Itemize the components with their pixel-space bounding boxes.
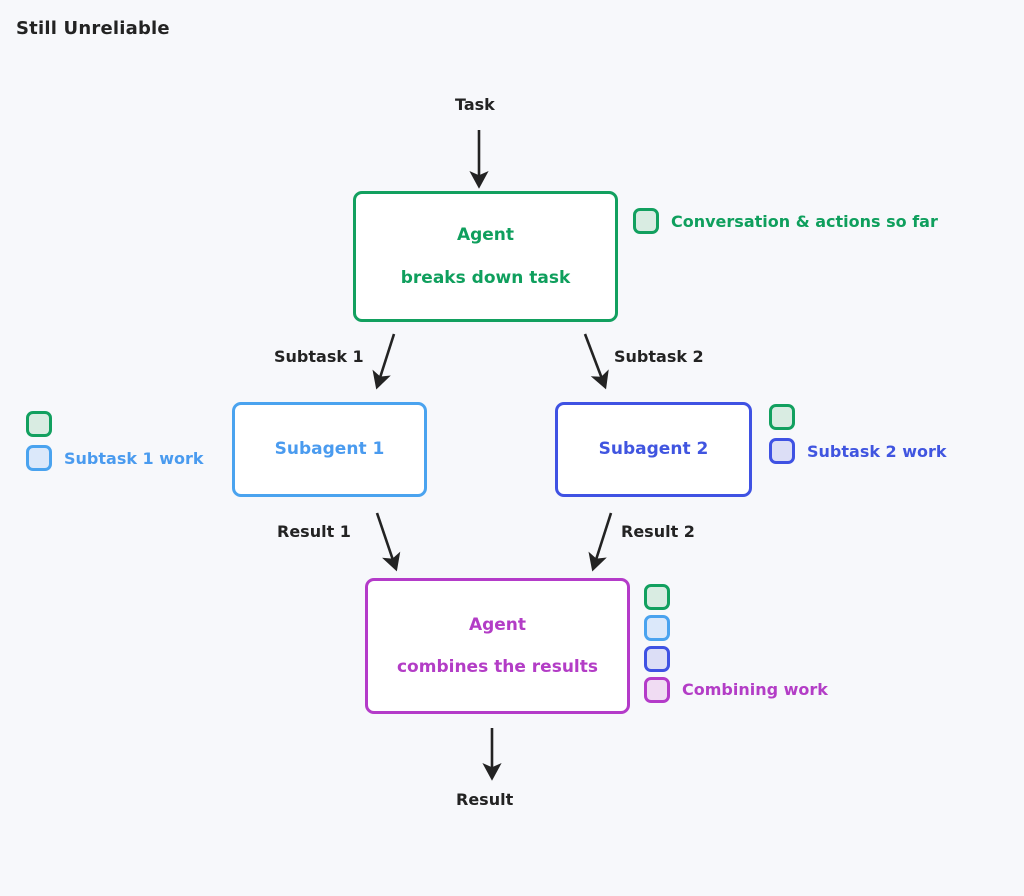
legend-row (644, 643, 828, 674)
legend-label-subtask-1-work: Subtask 1 work (64, 448, 204, 468)
arrow-subtask-1 (372, 333, 396, 390)
swatch-green-icon (633, 208, 659, 234)
legend-row (644, 612, 828, 643)
legend-row (769, 400, 947, 434)
swatch-indigo-icon (644, 645, 670, 672)
node-agent-top-line1: Agent (456, 225, 515, 246)
node-subagent-1-label: Subagent 1 (274, 439, 385, 460)
swatch-light-blue-icon (26, 445, 52, 471)
page-title: Still Unreliable (16, 18, 170, 39)
node-subagent-1[interactable]: Subagent 1 (232, 402, 427, 497)
edge-label-result: Result (456, 790, 514, 809)
node-subagent-2-label: Subagent 2 (598, 439, 709, 460)
swatch-light-blue-icon (644, 614, 670, 641)
legend-subtask-1-work: Subtask 1 work (26, 407, 204, 475)
legend-label-subtask-2-work: Subtask 2 work (807, 441, 947, 461)
arrow-result-1 (375, 512, 401, 572)
swatch-purple-icon (644, 676, 670, 703)
arrow-subtask-2 (583, 333, 609, 390)
legend-row: Conversation & actions so far (633, 204, 938, 238)
node-agent-top-line2: breaks down task (400, 267, 571, 288)
node-agent-breaks-down-task[interactable]: Agent breaks down task (353, 191, 618, 322)
node-agent-bottom-line1: Agent (468, 614, 527, 635)
legend-subtask-2-work: Subtask 2 work (769, 400, 947, 468)
arrow-result-2 (588, 512, 613, 572)
edge-label-result-2: Result 2 (621, 522, 695, 541)
node-subagent-2[interactable]: Subagent 2 (555, 402, 752, 497)
legend-label-combining-work: Combining work (682, 680, 828, 699)
edge-label-subtask-2: Subtask 2 (614, 347, 704, 366)
legend-row (644, 581, 828, 612)
swatch-green-icon (769, 404, 795, 430)
legend-row: Subtask 1 work (26, 441, 204, 475)
swatch-indigo-icon (769, 438, 795, 464)
edge-label-task: Task (455, 95, 495, 114)
legend-row: Combining work (644, 674, 828, 705)
legend-conversation: Conversation & actions so far (633, 204, 938, 238)
node-agent-combines-results[interactable]: Agent combines the results (365, 578, 630, 714)
node-agent-bottom-line2: combines the results (396, 657, 599, 677)
edge-label-subtask-1: Subtask 1 (274, 347, 364, 366)
legend-row: Subtask 2 work (769, 434, 947, 468)
legend-row (26, 407, 204, 441)
edge-label-result-1: Result 1 (277, 522, 351, 541)
legend-combining-work: Combining work (644, 581, 828, 705)
swatch-green-icon (26, 411, 52, 437)
legend-label-conversation: Conversation & actions so far (671, 211, 938, 231)
swatch-green-icon (644, 583, 670, 610)
